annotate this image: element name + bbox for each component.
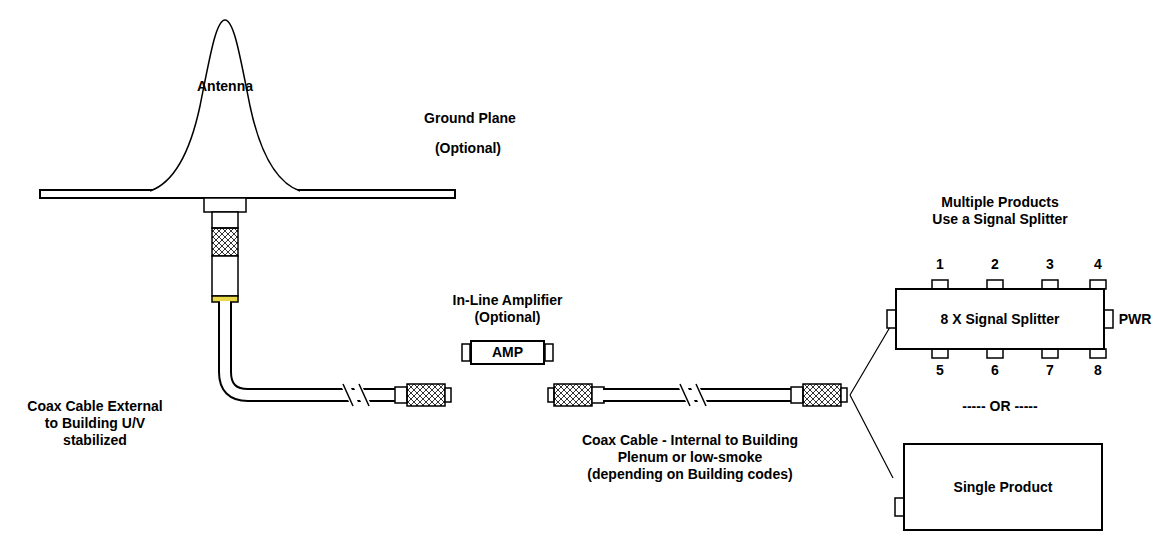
port-number: 3: [1040, 256, 1060, 273]
splitter-ports: [887, 280, 1113, 358]
cable-connector: [791, 384, 847, 406]
antenna-dome: [148, 16, 302, 192]
node-text: AMP: [492, 344, 523, 361]
external-coax-cable: [225, 301, 396, 406]
cable-connector: [548, 384, 604, 406]
choice-lines: [850, 322, 893, 478]
internal-coax-cable: [602, 384, 792, 406]
antenna: Antenna: [148, 16, 302, 192]
node-text: 8 X Signal Splitter: [940, 311, 1059, 328]
cable-label: Coax Cable External to Building U/V stab…: [27, 398, 164, 449]
port-number: 7: [1040, 362, 1060, 379]
signal-splitter: Multiple Products Use a Signal Splitter8…: [895, 288, 1105, 350]
antenna-connector: [204, 198, 246, 302]
port-number: 1: [930, 256, 950, 273]
pin-name: PWR: [1115, 311, 1155, 328]
heading: In-Line Amplifier (Optional): [442, 292, 574, 326]
heading: Multiple Products Use a Signal Splitter: [929, 194, 1071, 228]
ground-plane: [40, 190, 455, 198]
port-number: 5: [930, 362, 950, 379]
note: (Optional): [418, 140, 518, 157]
cable-label: Coax Cable - Internal to Building Plenum…: [579, 432, 801, 483]
cable-connector: [395, 384, 451, 406]
port-number: 8: [1088, 362, 1108, 379]
port-number: 2: [985, 256, 1005, 273]
part-label: Ground Plane: [410, 110, 530, 127]
port-number: 4: [1088, 256, 1108, 273]
separator-note: ----- OR -----: [940, 398, 1060, 415]
node-text: Antenna: [148, 78, 302, 95]
node-text: Single Product: [954, 479, 1053, 496]
amplifier-box: In-Line Amplifier (Optional)AMP: [470, 340, 545, 365]
port-number: 6: [985, 362, 1005, 379]
single-product-box: Single Product: [903, 443, 1103, 531]
